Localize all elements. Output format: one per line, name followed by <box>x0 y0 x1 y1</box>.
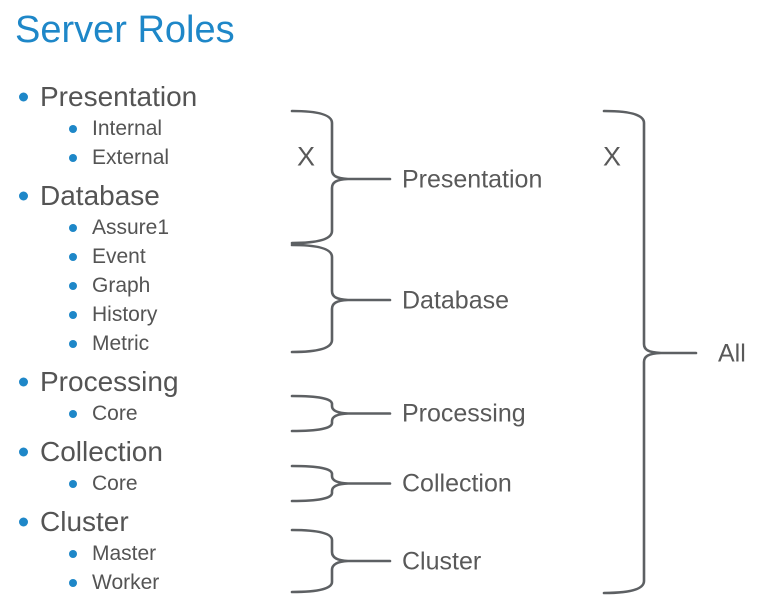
bullet-icon <box>19 191 28 200</box>
list-item-history: History <box>15 300 295 329</box>
list-item-label: Processing <box>40 365 179 397</box>
list-item-core-processing: Core <box>15 399 295 428</box>
collection-group-brace-icon <box>290 464 392 503</box>
list-item-core-collection: Core <box>15 469 295 498</box>
list-item-database: Database <box>15 179 295 211</box>
list-item-collection: Collection <box>15 435 295 467</box>
bullet-icon <box>69 578 77 587</box>
bullet-icon <box>69 409 77 418</box>
list-item-label: Metric <box>92 331 150 355</box>
brace-label-cluster: Cluster <box>402 547 482 576</box>
list-item-label: Collection <box>40 435 163 467</box>
list-item-label: Worker <box>92 570 160 594</box>
list-item-presentation: Presentation <box>15 80 295 112</box>
list-item-label: External <box>92 145 170 169</box>
brace-label-processing: Processing <box>402 399 526 428</box>
list-item-worker: Worker <box>15 568 295 597</box>
bullet-icon <box>69 549 77 558</box>
brace-label-presentation: Presentation <box>402 165 543 194</box>
bullet-icon <box>19 517 28 526</box>
list-item-label: Presentation <box>40 80 198 112</box>
processing-group-brace-icon <box>290 394 392 433</box>
list-item-label: History <box>92 302 158 326</box>
brace-label-collection: Collection <box>402 469 512 498</box>
presentation-group-brace-icon <box>290 109 392 245</box>
bullet-icon <box>69 124 77 133</box>
bullet-icon <box>69 281 77 290</box>
page-title: Server Roles <box>15 9 235 51</box>
list-item-label: Core <box>92 401 138 425</box>
list-item-master: Master <box>15 539 295 568</box>
bullet-icon <box>69 310 77 319</box>
list-item-label: Internal <box>92 116 163 140</box>
list-item-event: Event <box>15 242 295 271</box>
bullet-icon <box>69 153 77 162</box>
list-item-label: Graph <box>92 273 151 297</box>
list-item-processing: Processing <box>15 365 295 397</box>
database-group-brace-icon <box>290 243 392 354</box>
list-item-label: Database <box>40 179 160 211</box>
bullet-icon <box>69 223 77 232</box>
bullet-icon <box>69 339 77 348</box>
bullet-icon <box>69 479 77 488</box>
all-brace-icon <box>602 109 698 595</box>
list-item-label: Event <box>92 244 146 268</box>
bullet-icon <box>69 252 77 261</box>
list-item-graph: Graph <box>15 271 295 300</box>
list-item-label: Assure1 <box>92 215 170 239</box>
list-item-assure1: Assure1 <box>15 213 295 242</box>
server-roles-list: Presentation Internal External Database … <box>15 80 295 597</box>
list-item-label: Master <box>92 541 157 565</box>
list-item-cluster: Cluster <box>15 505 295 537</box>
bullet-icon <box>19 447 28 456</box>
brace-label-database: Database <box>402 286 510 315</box>
bullet-icon <box>19 92 28 101</box>
list-item-label: Cluster <box>40 505 129 537</box>
x-mark-all: X <box>602 141 622 172</box>
brace-label-all: All <box>718 339 746 368</box>
list-item-external: External <box>15 143 295 172</box>
cluster-group-brace-icon <box>290 528 392 594</box>
list-item-internal: Internal <box>15 114 295 143</box>
list-item-metric: Metric <box>15 329 295 358</box>
x-mark-groups: X <box>296 141 316 172</box>
bullet-icon <box>19 377 28 386</box>
list-item-label: Core <box>92 471 138 495</box>
